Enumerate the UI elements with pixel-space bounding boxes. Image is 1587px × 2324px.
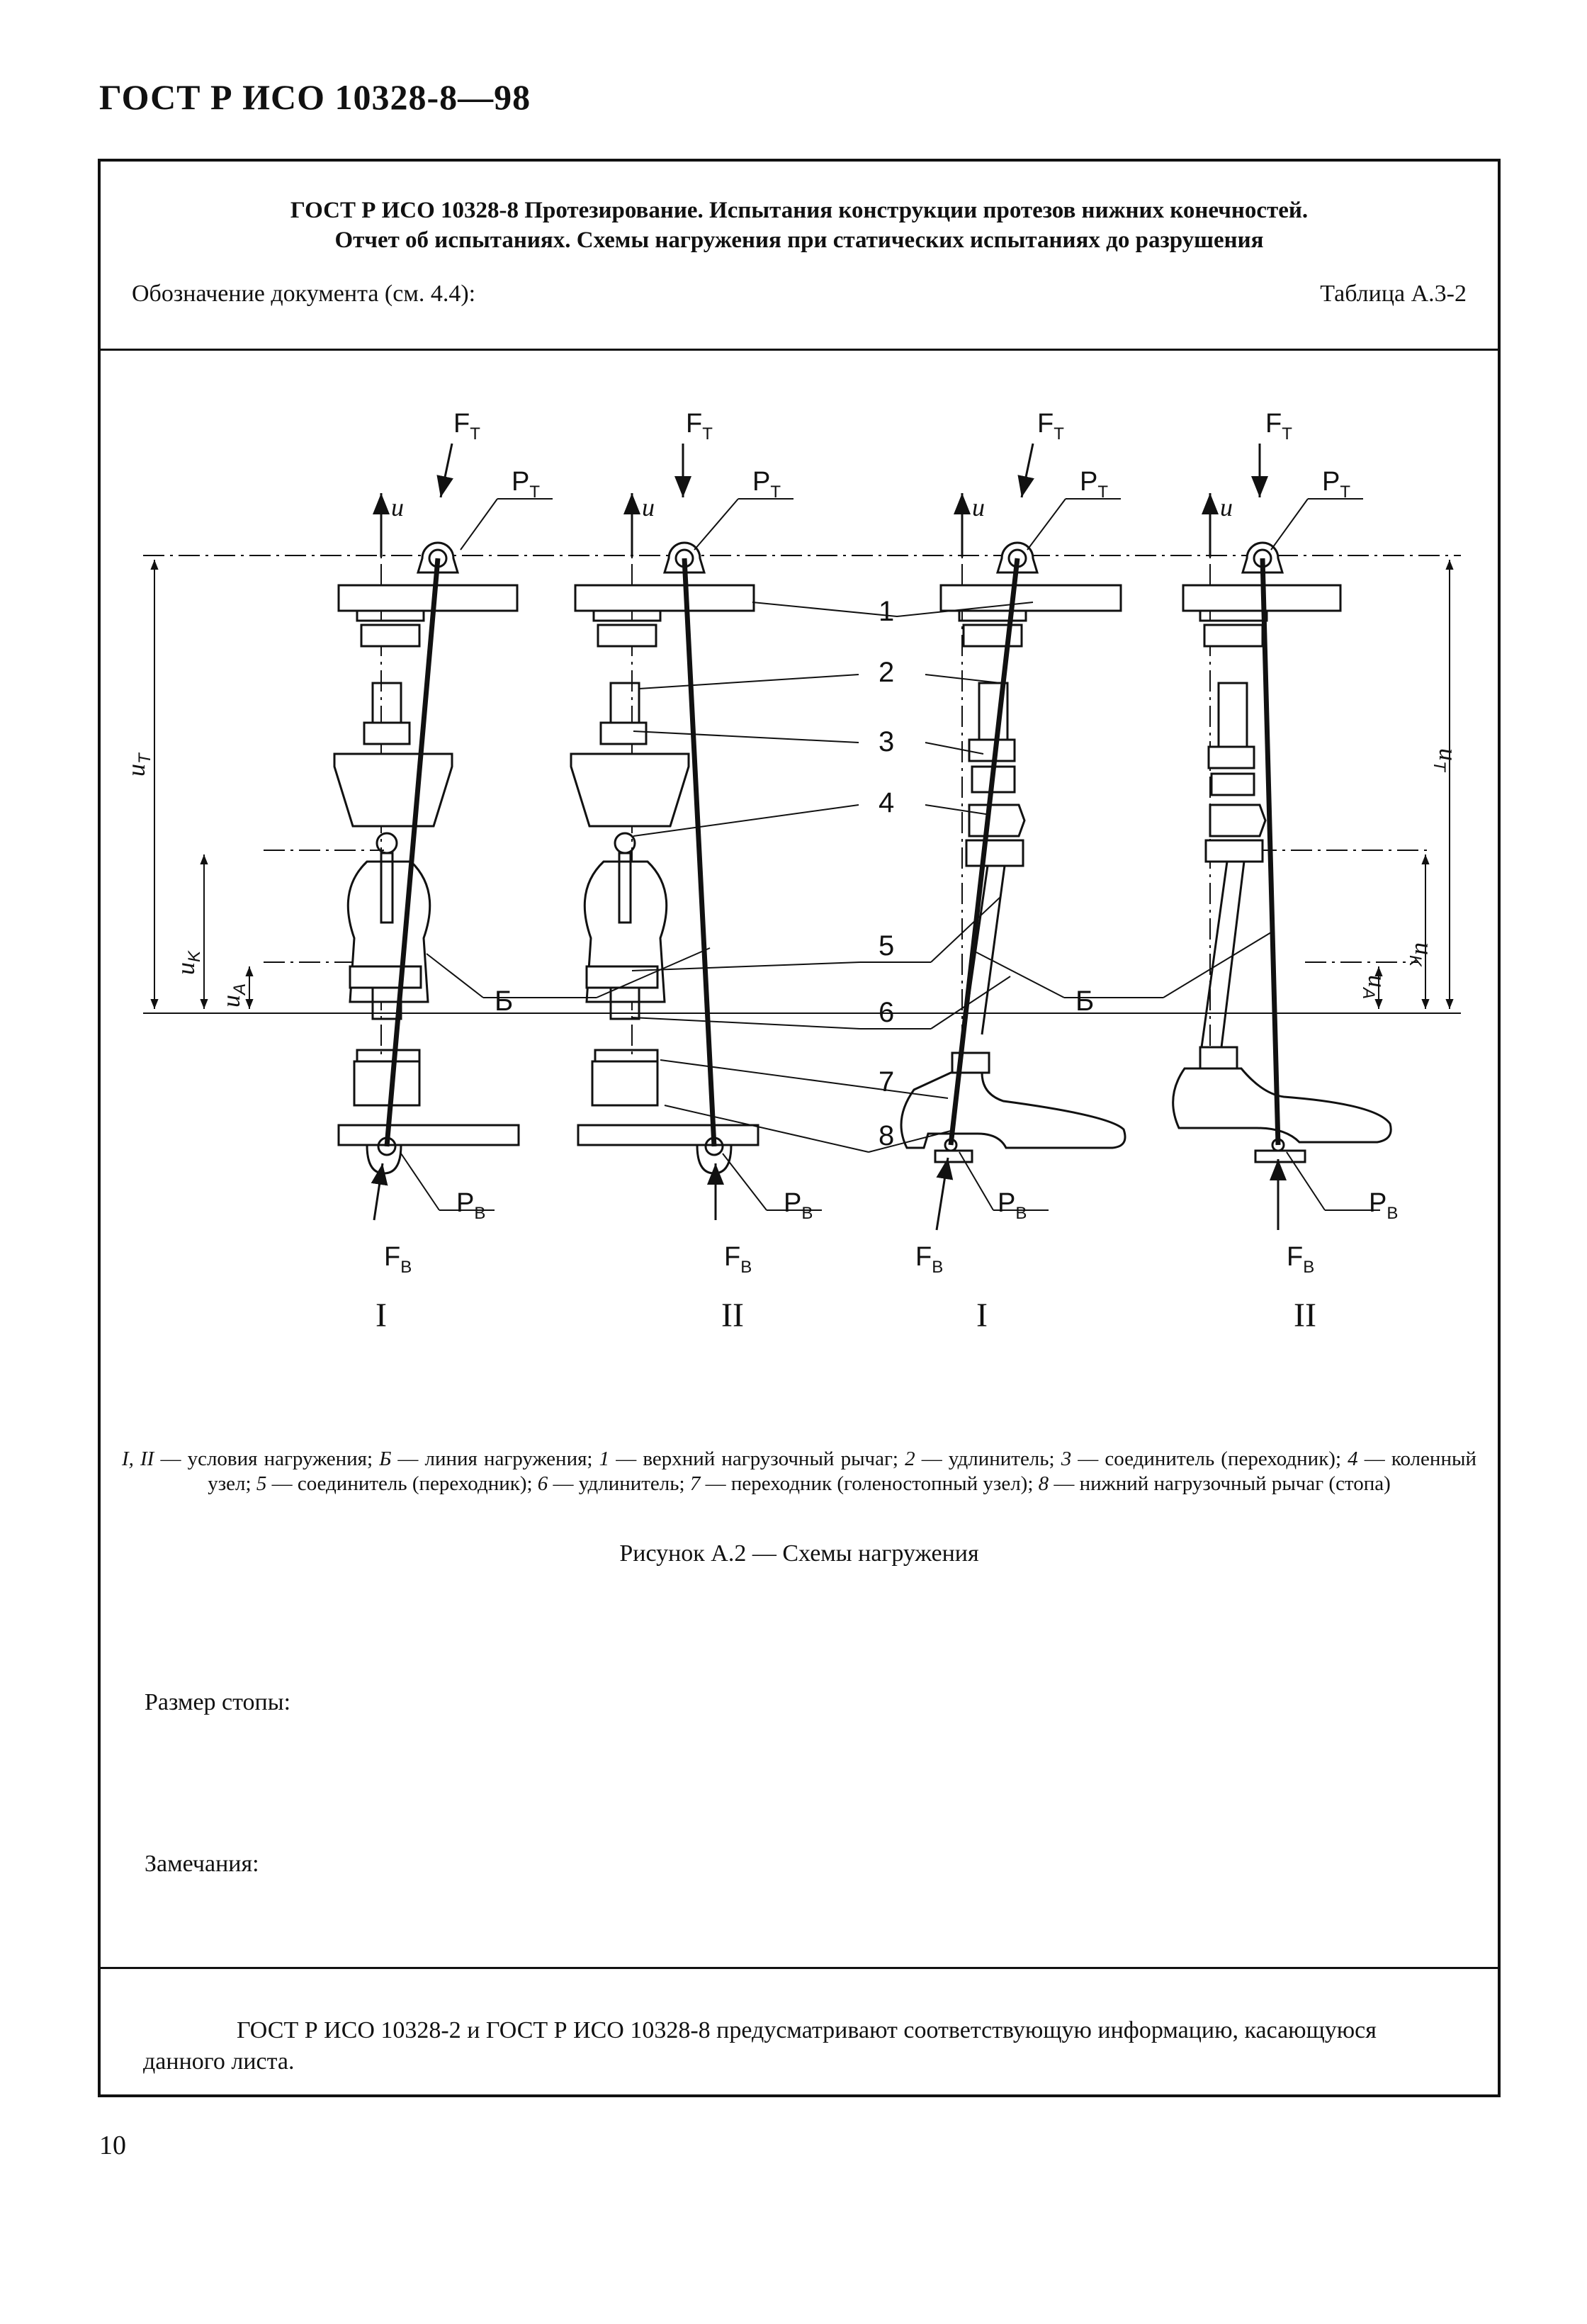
legend-line-letter: Б (379, 1448, 392, 1470)
axis-u-label-4: u (1220, 493, 1233, 521)
condition-label-3: I (976, 1297, 988, 1334)
axis-u-label-3: u (972, 493, 985, 521)
condition-label-2: II (721, 1297, 744, 1334)
force-bottom-label-4: FB (1287, 1242, 1314, 1277)
footer-divider (101, 1967, 1498, 1969)
point-top-label-3: PT (1080, 467, 1108, 502)
header-divider (101, 349, 1498, 351)
force-bottom-label-2: FB (724, 1242, 752, 1277)
legend-conditions: I, II (122, 1448, 154, 1470)
page-number: 10 (99, 2131, 126, 2160)
dimension-ut-left: uT (122, 752, 154, 777)
part-number-2: 2 (879, 657, 894, 688)
part-number-6: 6 (879, 997, 894, 1028)
dimension-ua-left: uA (217, 983, 249, 1008)
figure-legend: I, II — условия нагружения; Б — линия на… (122, 1448, 1476, 1495)
loading-schemes-figure: FT FT FT FT PT PT PT PT u u u u PB PB PB… (122, 409, 1462, 1334)
scheme-ankle-condition-II (1172, 444, 1392, 1230)
form-title-line-1: ГОСТ Р ИСО 10328-8 Протезирование. Испыт… (290, 198, 1309, 223)
scheme-knee-condition-I (333, 443, 520, 1221)
point-bottom-label-3: PB (998, 1188, 1027, 1223)
loading-line-label-right: Б (1075, 986, 1094, 1017)
dimension-ua-right: uA (1359, 975, 1391, 999)
foot-size-field: Размер стопы: (145, 1689, 291, 1715)
remarks-field: Замечания: (145, 1851, 259, 1877)
part-number-5: 5 (879, 930, 894, 961)
force-bottom-label-3: FB (915, 1242, 943, 1277)
dimension-ut-right: uT (1430, 748, 1462, 773)
force-top-label-1: FT (453, 409, 480, 444)
point-bottom-label-4: PB (1369, 1188, 1398, 1223)
force-top-label-4: FT (1265, 409, 1292, 444)
point-bottom-label-2: PB (784, 1188, 813, 1223)
dimension-uk-left: uK (171, 950, 204, 975)
form-title-line-2: Отчет об испытаниях. Схемы нагружения пр… (334, 227, 1264, 253)
doc-designation-label: Обозначение документа (см. 4.4): (132, 281, 476, 307)
part-number-3: 3 (879, 726, 894, 757)
report-form: ГОСТ Р ИСО 10328-8 Протезирование. Испыт… (98, 159, 1501, 2097)
scheme-knee-condition-II (570, 444, 759, 1220)
table-reference: Таблица А.3-2 (1320, 281, 1467, 307)
dimension-uk-right: uK (1406, 942, 1438, 967)
point-top-label-2: PT (752, 467, 781, 502)
point-top-label-4: PT (1322, 467, 1350, 502)
axis-u-label-1: u (391, 493, 404, 521)
scheme-ankle-condition-I (900, 443, 1126, 1231)
figure-caption: Рисунок А.2 — Схемы нагружения (619, 1540, 979, 1567)
part-number-8: 8 (879, 1120, 894, 1151)
condition-label-1: I (375, 1297, 387, 1334)
part-number-7: 7 (879, 1066, 894, 1098)
point-top-label-1: PT (512, 467, 540, 502)
force-top-label-2: FT (686, 409, 713, 444)
force-top-label-3: FT (1037, 409, 1064, 444)
part-number-4: 4 (879, 787, 894, 818)
page-header: ГОСТ Р ИСО 10328-8—98 (99, 77, 531, 117)
part-number-1: 1 (879, 596, 894, 627)
loading-line-label-left: Б (495, 986, 513, 1017)
point-bottom-label-1: PB (456, 1188, 485, 1223)
force-bottom-label-1: FB (384, 1242, 412, 1277)
condition-label-4: II (1294, 1297, 1316, 1334)
form-title: ГОСТ Р ИСО 10328-8 Протезирование. Испыт… (143, 196, 1455, 255)
axis-u-label-2: u (642, 493, 655, 521)
footer-note: ГОСТ Р ИСО 10328-2 и ГОСТ Р ИСО 10328-8 … (143, 2017, 1377, 2075)
